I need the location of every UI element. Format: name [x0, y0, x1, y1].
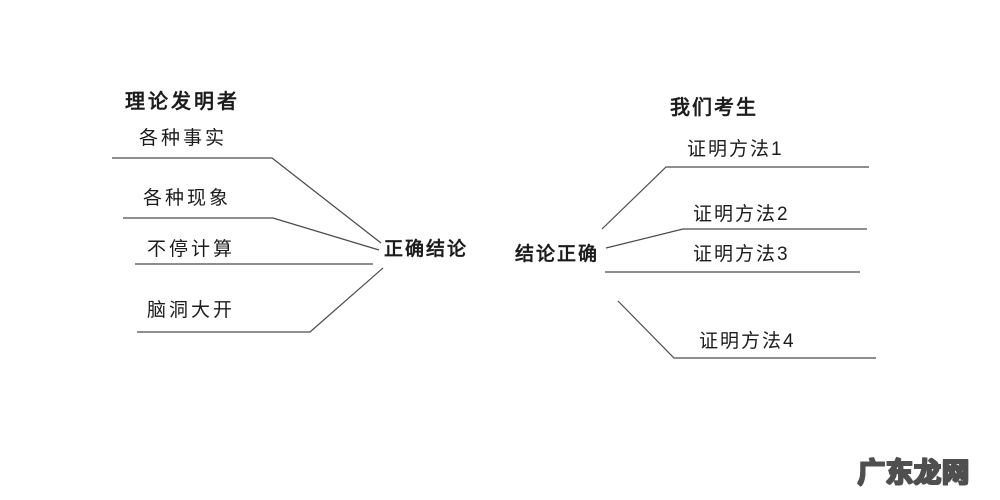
- right-conclusion: 结论正确: [515, 244, 600, 265]
- item-various-phenomena: 各种现象: [143, 188, 232, 209]
- item-constant-calculation: 不停计算: [147, 239, 236, 260]
- proof-method-4-connector-line: [617, 300, 876, 359]
- item-proof-method-2: 证明方法2: [693, 204, 790, 225]
- item-proof-method-3: 证明方法3: [693, 244, 790, 265]
- imagination-connector-line: [137, 267, 384, 333]
- facts-connector-line: [112, 157, 382, 244]
- phenomena-connector-line: [123, 217, 380, 251]
- right-group-title: 我们考生: [670, 97, 758, 119]
- proof-method-1-connector-line: [601, 166, 869, 230]
- item-proof-method-1: 证明方法1: [687, 139, 784, 160]
- left-group-title: 理论发明者: [125, 91, 240, 113]
- item-proof-method-4: 证明方法4: [699, 331, 796, 352]
- item-various-facts: 各种事实: [139, 128, 228, 149]
- item-wild-imagination: 脑洞大开: [147, 300, 236, 321]
- site-watermark: 广东龙网: [857, 457, 970, 489]
- proof-method-2-connector-line: [605, 228, 867, 249]
- left-conclusion: 正确结论: [384, 239, 469, 260]
